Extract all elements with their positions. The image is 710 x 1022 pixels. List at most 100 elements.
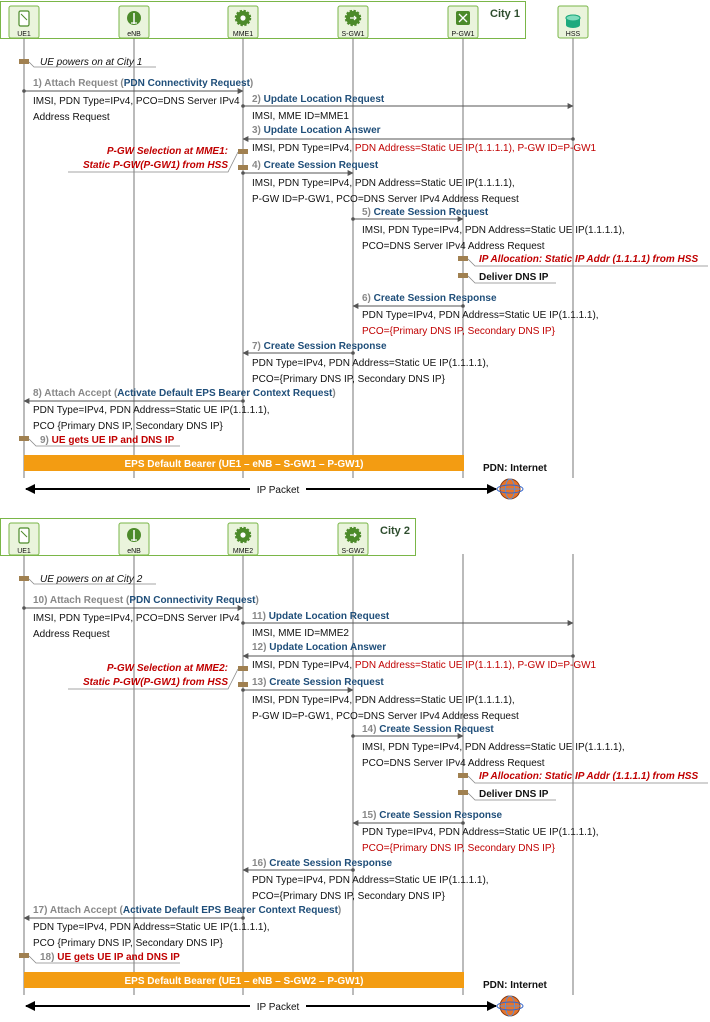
message-number: 14) — [362, 724, 379, 735]
node-label-ue: UE1 — [17, 31, 31, 38]
ip-packet-label: IP Packet — [257, 485, 300, 496]
message-2-arrow-origin-dot — [241, 621, 245, 625]
ip-packet-label-bg — [250, 483, 306, 495]
detail-part: Address Request — [33, 112, 110, 123]
message-title: Create Session Request — [264, 160, 379, 171]
message-7-detail-line: PDN Type=IPv4, PDN Address=Static UE IP(… — [252, 875, 489, 886]
message-label: 11) Update Location Request — [252, 611, 390, 622]
message-title: Update Location Request — [269, 611, 390, 622]
message-number: 2) — [252, 94, 264, 105]
node-label-hss: HSS — [566, 31, 581, 38]
detail-part: PDN Type=IPv4, PDN Address=Static UE IP(… — [362, 827, 599, 838]
internet-globe-icon-orbit — [496, 484, 524, 494]
detail-part: IMSI, MME ID=MME1 — [252, 111, 349, 122]
pgw-note-marker-2 — [458, 790, 468, 795]
message-4-detail-line: P-GW ID=P-GW1, PCO=DNS Server IPv4 Addre… — [252, 194, 519, 205]
message-number: 17) Attach Accept ( — [33, 905, 124, 916]
ip-allocation-note: IP Allocation: Static IP Addr (1.1.1.1) … — [479, 771, 698, 782]
city-frame — [0, 1, 526, 39]
deliver-dns-note: Deliver DNS IP — [479, 272, 549, 283]
message-label: 5) Create Session Request — [362, 207, 489, 218]
message-title: Create Session Response — [379, 810, 502, 821]
database-icon-bottom — [566, 22, 580, 28]
pgw-note-underline — [467, 258, 708, 267]
ip-allocation-note: IP Allocation: Static IP Addr (1.1.1.1) … — [479, 254, 698, 265]
detail-part: PDN Type=IPv4, PDN Address=Static UE IP(… — [252, 358, 489, 369]
message-label: 10) Attach Request (PDN Connectivity Req… — [33, 595, 259, 606]
message-number: 8) Attach Accept ( — [33, 388, 118, 399]
detail-part: PCO=DNS Server IPv4 Address Request — [362, 758, 545, 769]
message-3-arrow-origin-dot — [571, 137, 575, 141]
message-label: 14) Create Session Request — [362, 724, 494, 735]
message-number: 3) — [252, 125, 264, 136]
message-number: 15) — [362, 810, 379, 821]
message-label: 13) Create Session Request — [252, 677, 384, 688]
message-7-arrow-origin-dot — [351, 351, 355, 355]
eps-bearer-label: EPS Default Bearer (UE1 – eNB – S-GW1 – … — [125, 459, 364, 470]
message-title: Create Session Request — [374, 207, 489, 218]
message-number: 13) — [252, 677, 269, 688]
message-title: Create Session Response — [374, 293, 497, 304]
message-title: Create Session Response — [269, 858, 392, 869]
detail-part: PCO {Primary DNS IP, Secondary DNS IP} — [33, 421, 224, 432]
message-5-detail-line: PCO=DNS Server IPv4 Address Request — [362, 241, 545, 252]
phone-icon-detail — [20, 13, 28, 21]
message-6-detail-line: PDN Type=IPv4, PDN Address=Static UE IP(… — [362, 310, 599, 321]
detail-part: PCO={Primary DNS IP, Secondary DNS IP} — [362, 843, 556, 854]
detail-part: IMSI, PDN Type=IPv4, — [252, 143, 355, 154]
node-label-mme: MME1 — [233, 31, 253, 38]
detail-part: IMSI, PDN Type=IPv4, PCO=DNS Server IPv4 — [33, 613, 240, 624]
gateway-arrow-icon — [350, 15, 357, 21]
message-title: Create Session Response — [264, 341, 387, 352]
note-underline — [28, 61, 156, 68]
node-label-sgw: S-GW2 — [342, 548, 365, 555]
message-2-detail-line: IMSI, MME ID=MME2 — [252, 628, 349, 639]
detail-part: PDN Type=IPv4, PDN Address=Static UE IP(… — [252, 875, 489, 886]
ue-gets-marker — [19, 436, 29, 441]
ip-packet-label-bg — [250, 1000, 306, 1012]
ip-packet-label: IP Packet — [257, 1002, 300, 1013]
message-1-detail-line: Address Request — [33, 629, 110, 640]
message-title: Activate Default EPS Bearer Context Requ… — [123, 905, 339, 916]
message-4-arrow-origin-dot — [241, 171, 245, 175]
detail-part: PDN Type=IPv4, PDN Address=Static UE IP(… — [33, 922, 270, 933]
message-3-detail-line: IMSI, PDN Type=IPv4, PDN Address=Static … — [252, 143, 597, 154]
pgw-note-marker-2 — [458, 273, 468, 278]
message-2-detail-line: IMSI, MME ID=MME1 — [252, 111, 349, 122]
message-title: Create Session Request — [269, 677, 384, 688]
detail-part: PCO={Primary DNS IP, Secondary DNS IP} — [362, 326, 556, 337]
message-number: 1) Attach Request ( — [33, 78, 124, 89]
message-number: 5) — [362, 207, 374, 218]
message-7-arrow-origin-dot — [351, 868, 355, 872]
message-label: 12) Update Location Answer — [252, 642, 386, 653]
pgw-note-underline-2 — [467, 792, 556, 801]
eps-default-bearer — [24, 455, 464, 471]
message-5-detail-line: IMSI, PDN Type=IPv4, PDN Address=Static … — [362, 225, 625, 236]
internet-globe-icon-orbit — [496, 1001, 524, 1011]
message-label: 2) Update Location Request — [252, 94, 385, 105]
pgw-selection-note-line2: Static P-GW(P-GW1) from HSS — [83, 160, 228, 171]
detail-part: P-GW ID=P-GW1, PCO=DNS Server IPv4 Addre… — [252, 711, 519, 722]
note-marker — [19, 576, 29, 581]
message-7-detail-line: PCO={Primary DNS IP, Secondary DNS IP} — [252, 891, 446, 902]
message-title: PDN Connectivity Request — [129, 595, 256, 606]
detail-part: PDN Type=IPv4, PDN Address=Static UE IP(… — [33, 405, 270, 416]
detail-part: IMSI, PDN Type=IPv4, PDN Address=Static … — [252, 178, 515, 189]
message-6-detail-line: PDN Type=IPv4, PDN Address=Static UE IP(… — [362, 827, 599, 838]
message-4-arrow-origin-dot — [241, 688, 245, 692]
pgw-selection-note-line1: P-GW Selection at MME2: — [107, 663, 228, 674]
message-4-detail-line: P-GW ID=P-GW1, PCO=DNS Server IPv4 Addre… — [252, 711, 519, 722]
detail-part: PCO {Primary DNS IP, Secondary DNS IP} — [33, 938, 224, 949]
message-title: PDN Connectivity Request — [124, 78, 251, 89]
message-8-detail-line: PCO {Primary DNS IP, Secondary DNS IP} — [33, 421, 224, 432]
message-6-arrow-origin-dot — [461, 821, 465, 825]
mme-note-marker — [238, 666, 248, 671]
node-label-enb: eNB — [127, 31, 141, 38]
message-5-detail-line: IMSI, PDN Type=IPv4, PDN Address=Static … — [362, 742, 625, 753]
node-label-enb: eNB — [127, 548, 141, 555]
message-3-arrow-origin-dot — [571, 654, 575, 658]
message-8-arrow-origin-dot — [241, 399, 245, 403]
message-label: 7) Create Session Response — [252, 341, 387, 352]
detail-part: IMSI, PDN Type=IPv4, PDN Address=Static … — [362, 742, 625, 753]
